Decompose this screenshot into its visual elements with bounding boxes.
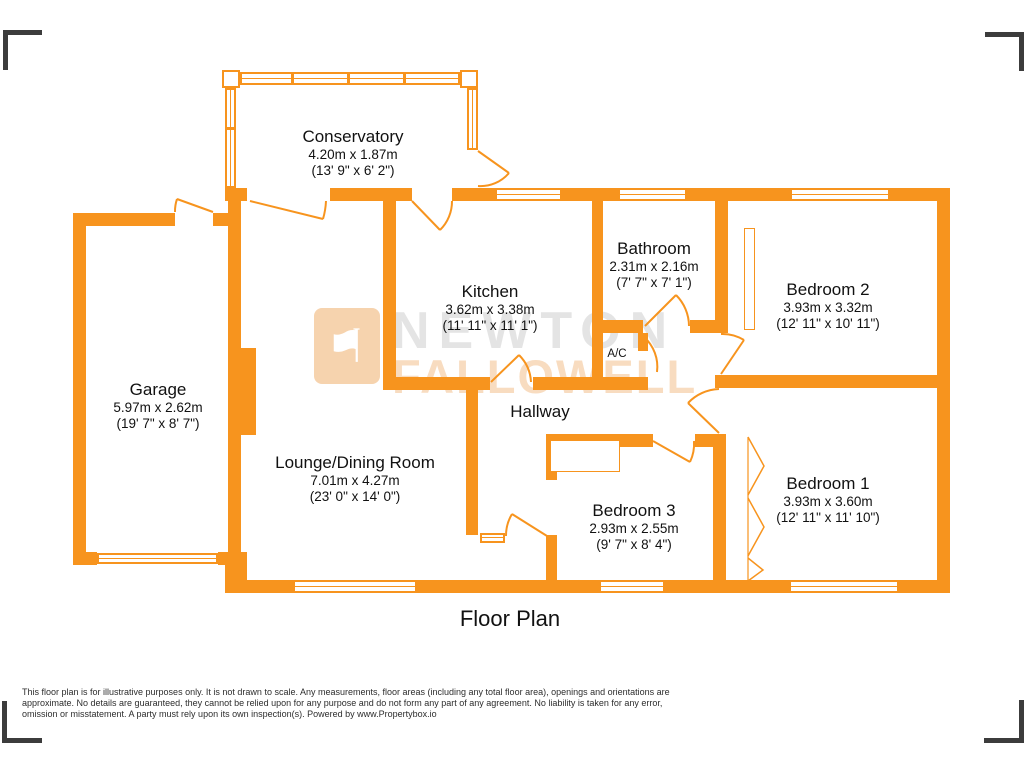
room-size-metric: 2.93m x 2.55m bbox=[589, 521, 679, 536]
window bbox=[467, 88, 478, 150]
wall bbox=[533, 377, 648, 390]
conservatory-corner-post bbox=[460, 70, 478, 88]
room-size-imperial: (23' 0" x 14' 0") bbox=[309, 488, 401, 504]
disclaimer-line2: approximate. No details are guaranteed, … bbox=[22, 698, 663, 708]
room-label-kitchen: Kitchen 3.62m x 3.38m (11' 11" x 11' 1") bbox=[442, 281, 537, 333]
wall bbox=[546, 535, 557, 580]
room-name: Bedroom 3 bbox=[592, 501, 676, 520]
room-name: Conservatory bbox=[302, 127, 404, 146]
wall bbox=[695, 434, 713, 447]
room-size-metric: 3.93m x 3.32m bbox=[783, 300, 873, 315]
wall bbox=[247, 580, 293, 593]
wall bbox=[638, 333, 648, 351]
room-size-metric: 3.93m x 3.60m bbox=[783, 494, 873, 509]
window bbox=[618, 188, 687, 201]
wardrobe bbox=[744, 228, 755, 330]
room-size-imperial: (11' 11" x 11' 1") bbox=[442, 317, 538, 333]
room-name: Bedroom 2 bbox=[786, 280, 870, 299]
room-label-ac: A/C bbox=[607, 348, 627, 360]
wall bbox=[383, 377, 490, 390]
room-label-bedroom1: Bedroom 1 3.93m x 3.60m (12' 11" x 11' 1… bbox=[776, 473, 880, 525]
wall bbox=[466, 377, 478, 535]
wall bbox=[73, 552, 97, 565]
wall bbox=[592, 201, 603, 377]
window-mullion bbox=[225, 127, 236, 130]
room-size-metric: 4.20m x 1.87m bbox=[308, 147, 398, 162]
room-name: Garage bbox=[129, 380, 187, 399]
window bbox=[240, 72, 460, 85]
wall bbox=[452, 188, 495, 201]
wall bbox=[715, 201, 728, 320]
window-mullion bbox=[403, 72, 406, 85]
room-label-bathroom: Bathroom 2.31m x 2.16m (7' 7" x 7' 1") bbox=[609, 238, 698, 290]
room-size-metric: 2.31m x 2.16m bbox=[609, 259, 699, 274]
conservatory-corner-post bbox=[222, 70, 240, 88]
corner-mark-bottom-right bbox=[984, 700, 1024, 743]
room-name: Bathroom bbox=[617, 239, 691, 258]
page-title: Floor Plan bbox=[459, 606, 561, 631]
window bbox=[480, 533, 505, 543]
room-size-metric: 3.62m x 3.38m bbox=[445, 302, 535, 317]
wall bbox=[330, 188, 412, 201]
window-mullion bbox=[291, 72, 294, 85]
corner-mark-bottom-left bbox=[2, 701, 42, 743]
window bbox=[97, 553, 218, 564]
room-label-bedroom3: Bedroom 3 2.93m x 2.55m (9' 7" x 8' 4") bbox=[589, 500, 678, 552]
corner-mark-top-left bbox=[3, 30, 42, 70]
room-label-lounge: Lounge/Dining Room 7.01m x 4.27m (23' 0"… bbox=[275, 452, 435, 504]
wall bbox=[73, 213, 175, 226]
disclaimer: This floor plan is for illustrative purp… bbox=[22, 687, 742, 720]
room-name: Lounge/Dining Room bbox=[275, 453, 435, 472]
room-size-imperial: (13' 9" x 6' 2") bbox=[311, 162, 395, 178]
room-size-metric: 7.01m x 4.27m bbox=[310, 473, 400, 488]
room-label-hallway: Hallway bbox=[510, 402, 570, 421]
disclaimer-line3: omission or misstatement. A party must r… bbox=[22, 709, 437, 719]
wall bbox=[241, 348, 256, 435]
wall bbox=[592, 320, 643, 333]
room-size-imperial: (12' 11" x 10' 11") bbox=[776, 315, 880, 331]
room-size-imperial: (9' 7" x 8' 4") bbox=[596, 536, 672, 552]
room-label-conservatory: Conservatory 4.20m x 1.87m (13' 9" x 6' … bbox=[302, 126, 403, 178]
wall bbox=[562, 188, 618, 201]
window bbox=[293, 580, 417, 593]
room-label-bedroom2: Bedroom 2 3.93m x 3.32m (12' 11" x 10' 1… bbox=[776, 279, 880, 331]
wall bbox=[715, 375, 937, 388]
window bbox=[790, 188, 890, 201]
room-name: Bedroom 1 bbox=[786, 474, 870, 493]
wall bbox=[228, 201, 241, 552]
flag-icon: ⚑ bbox=[314, 308, 380, 384]
window bbox=[789, 580, 899, 593]
room-name: Kitchen bbox=[461, 282, 519, 301]
room-size-imperial: (19' 7" x 8' 7") bbox=[116, 415, 200, 431]
wall bbox=[73, 213, 86, 552]
room-size-imperial: (7' 7" x 7' 1") bbox=[616, 274, 692, 290]
room-size-metric: 5.97m x 2.62m bbox=[113, 400, 203, 415]
window-mullion bbox=[347, 72, 350, 85]
wall bbox=[937, 188, 950, 593]
wall bbox=[383, 201, 396, 377]
room-size-imperial: (12' 11" x 11' 10") bbox=[776, 509, 880, 525]
window bbox=[225, 88, 236, 188]
wall bbox=[225, 552, 247, 593]
wall bbox=[899, 580, 950, 593]
room-label-garage: Garage 5.97m x 2.62m (19' 7" x 8' 7") bbox=[113, 379, 202, 431]
disclaimer-line1: This floor plan is for illustrative purp… bbox=[22, 687, 670, 697]
window bbox=[599, 580, 665, 593]
corner-mark-top-right bbox=[985, 32, 1024, 71]
window bbox=[495, 188, 562, 201]
wall bbox=[687, 188, 790, 201]
wardrobe bbox=[550, 440, 620, 472]
wall bbox=[890, 188, 950, 201]
wall bbox=[225, 188, 247, 201]
wall bbox=[417, 580, 599, 593]
wall bbox=[665, 580, 789, 593]
wall bbox=[690, 320, 728, 333]
wall bbox=[713, 434, 726, 580]
